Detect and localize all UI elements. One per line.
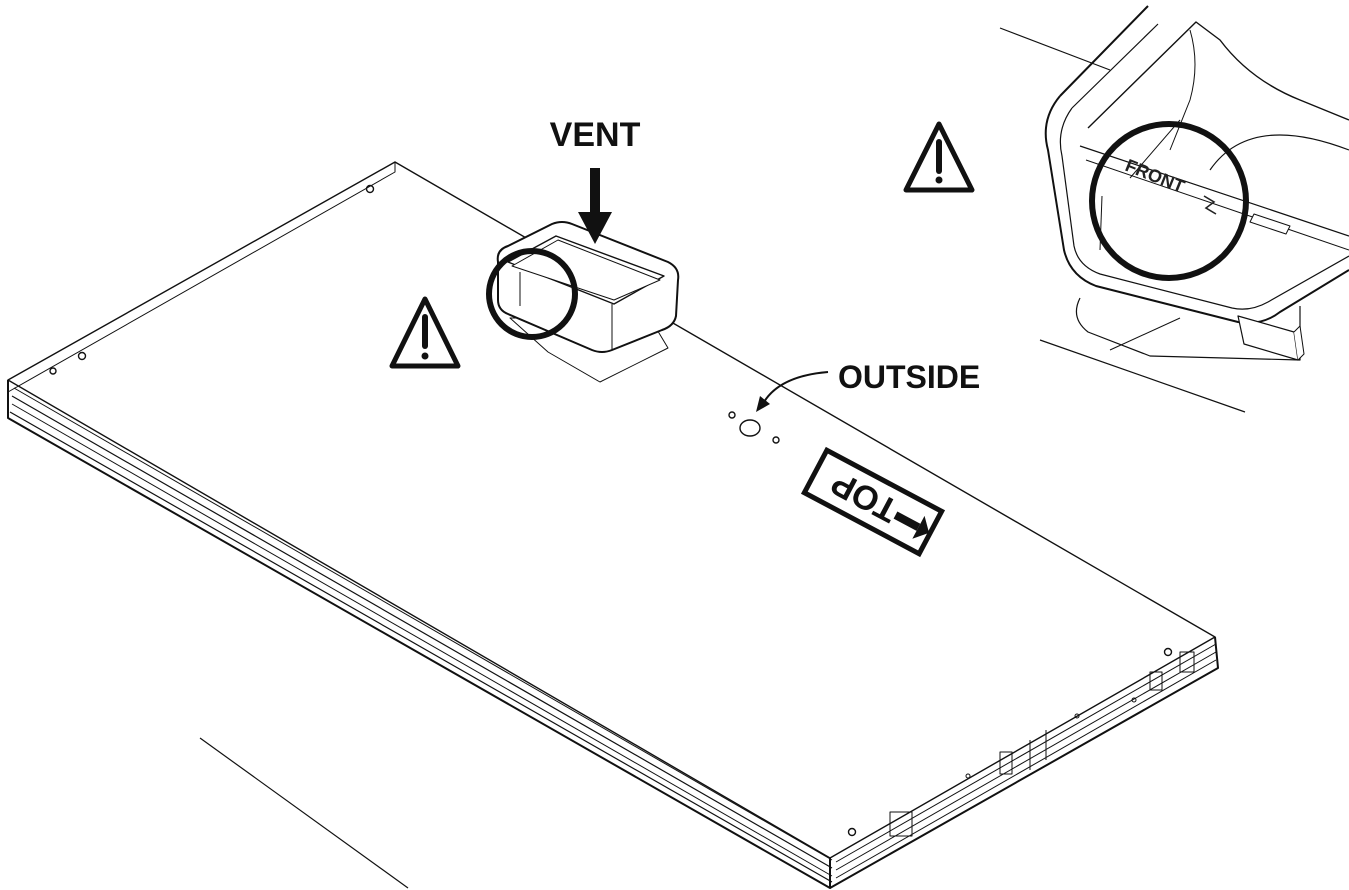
outside-label: OUTSIDE [838,359,980,395]
up-arrow-icon [893,511,930,539]
vent-detail-inset [999,5,1349,413]
warning-triangle-icon [903,121,975,193]
outside-holes [728,411,780,444]
front-arrow-icon [1203,195,1217,215]
vent-label: VENT [550,116,641,154]
warning-triangle-icon [389,296,461,369]
reference-line [199,737,409,889]
curved-arrow-icon [756,371,829,412]
highlight-circle [486,248,578,340]
down-arrow-icon [578,168,612,244]
panel [7,161,1219,889]
detail-highlight-circle [1089,121,1249,281]
